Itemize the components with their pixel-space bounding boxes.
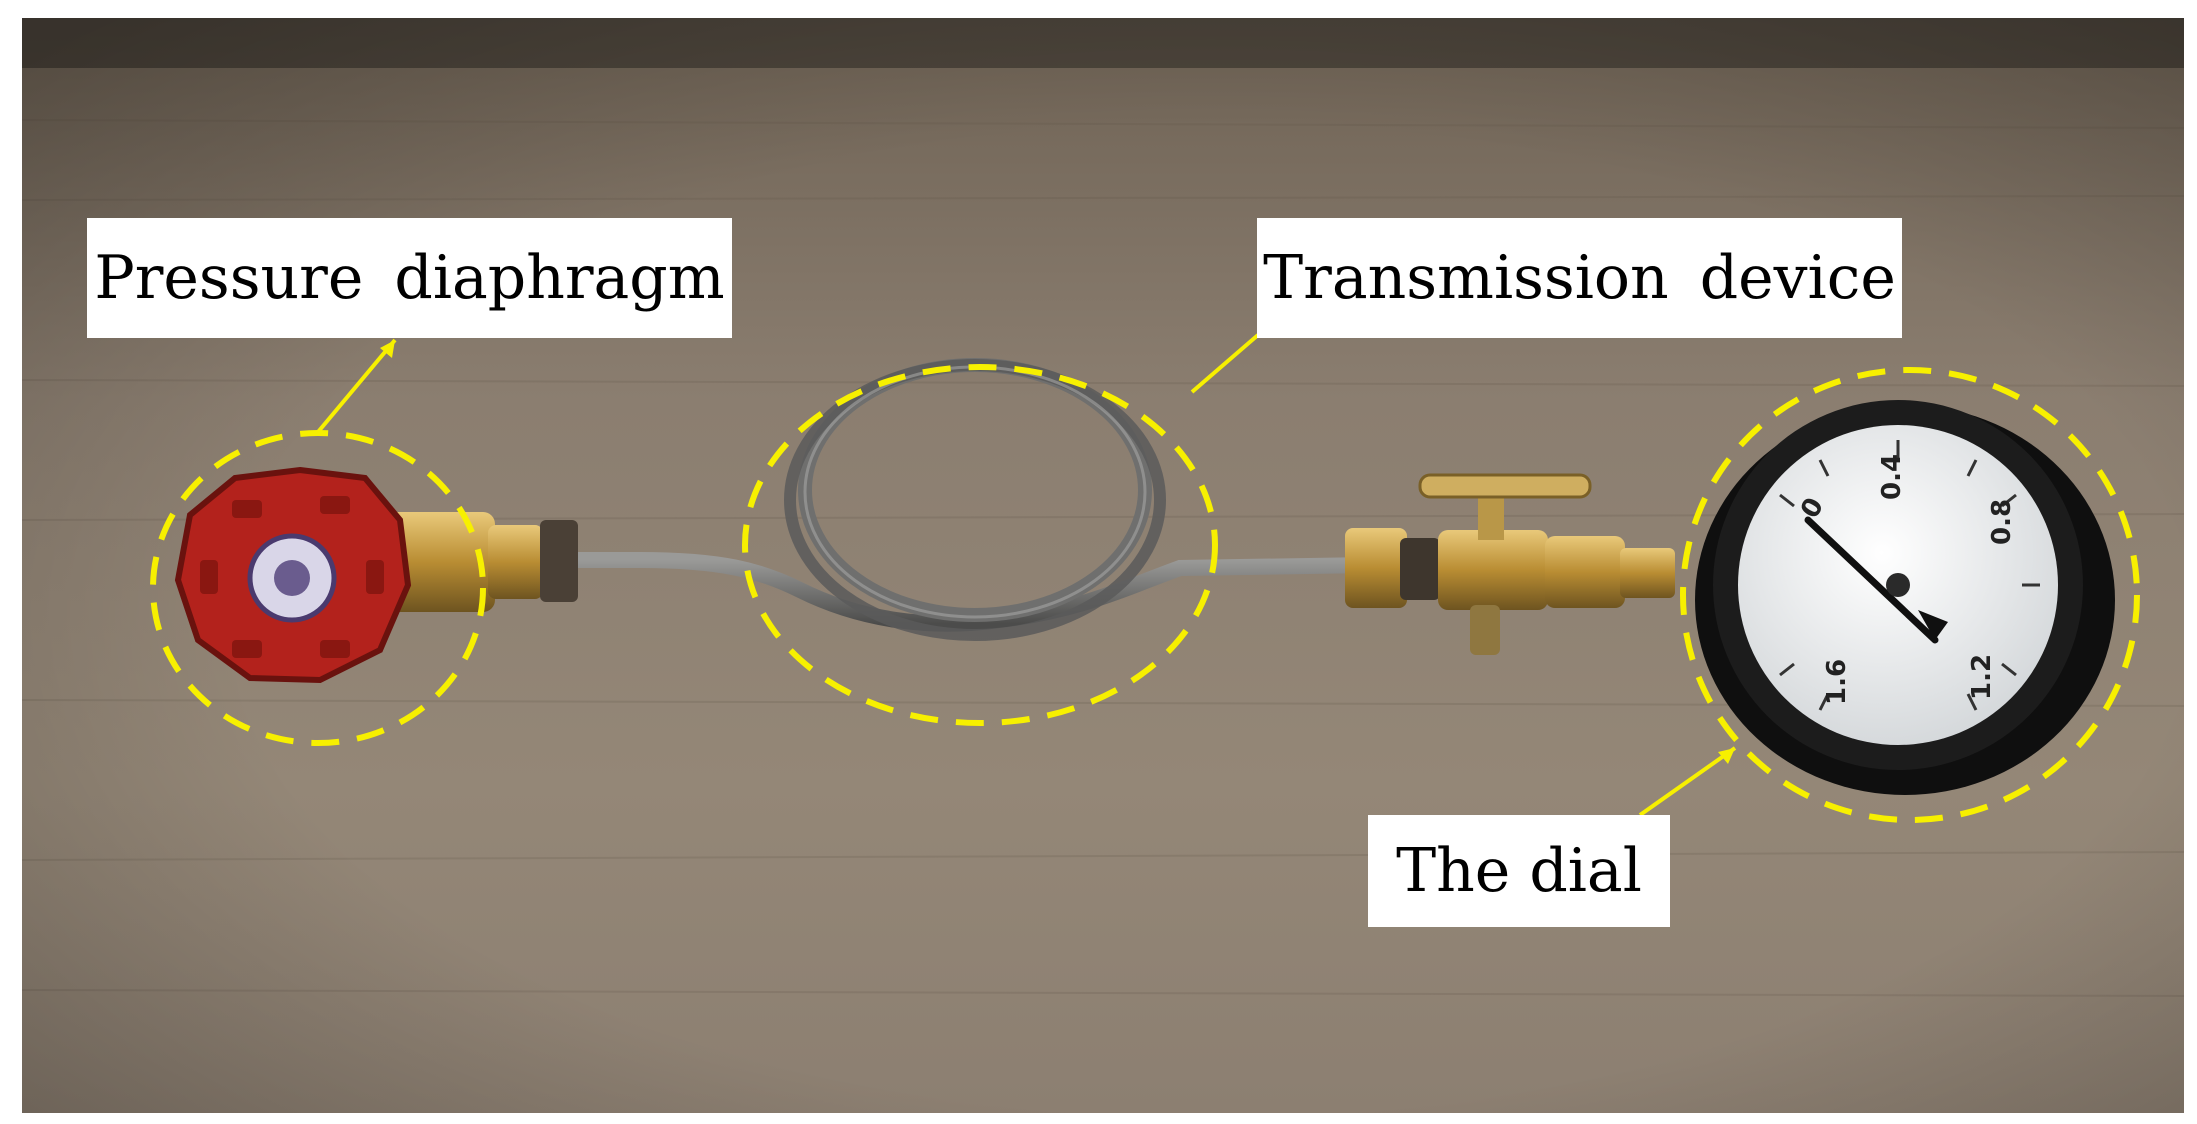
label-pressure-diaphragm: Pressure diaphragm	[87, 218, 732, 338]
gauge-needle	[1804, 516, 1939, 644]
leader-transmission-device	[1190, 333, 1260, 394]
gauge-label-1-6: 1.6	[1822, 659, 1852, 705]
pressure-diaphragm-assembly	[174, 466, 578, 684]
pressure-gauge: 0 0.4 0.8 1.2 1.6	[1695, 400, 2115, 795]
gauge-label-0-8: 0.8	[1987, 499, 2017, 545]
valve-nut-right	[1545, 536, 1625, 608]
needle-valve	[1345, 473, 1675, 655]
highlight-markers	[150, 364, 2140, 823]
gauge-pivot	[1886, 573, 1910, 597]
leader-lines	[316, 333, 1737, 817]
valve-t-handle	[1418, 473, 1592, 499]
gauge-ticks	[1779, 440, 2040, 711]
leader-dial	[1638, 746, 1737, 817]
highlight-dial	[1680, 367, 2140, 823]
label-transmission-device: Transmission device	[1257, 218, 1902, 338]
highlight-pressure-diaphragm	[150, 430, 486, 746]
diaphragm-nut	[540, 520, 578, 602]
gauge-label-1-2: 1.2	[1967, 654, 1997, 700]
gauge-label-0-4: 0.4	[1877, 454, 1907, 500]
valve-body	[1438, 530, 1548, 610]
highlight-transmission-device	[742, 364, 1218, 726]
diaphragm-brass-body	[385, 512, 495, 612]
label-the-dial: The dial	[1368, 815, 1670, 927]
valve-nut-left	[1345, 528, 1407, 608]
leader-pressure-diaphragm	[316, 338, 397, 434]
